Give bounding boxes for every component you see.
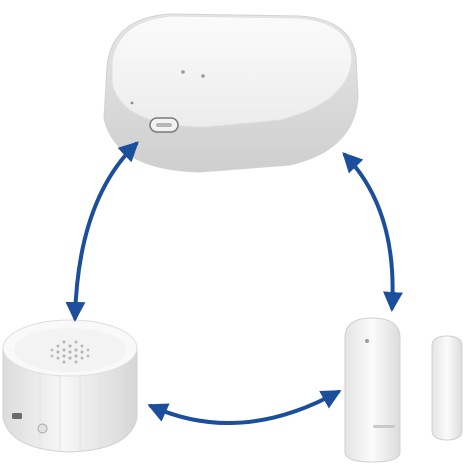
arrow-hub-siren: [65, 141, 139, 322]
siren-alarm: [2, 319, 138, 453]
connection-arrows: [65, 141, 403, 425]
zigbee-gateway-hub: [103, 13, 359, 173]
arrow-hub-sensor: [342, 152, 403, 312]
magnet-piece: [431, 335, 463, 441]
button-icon: [37, 423, 48, 434]
reset-hole-icon: [130, 101, 134, 105]
status-led-icon: [201, 74, 205, 78]
speaker-grille-icon: [50, 340, 90, 364]
usb-port-icon: [12, 413, 22, 419]
door-window-sensor: [344, 317, 463, 463]
sensor-led-icon: [365, 339, 369, 343]
arrow-siren-sensor: [147, 390, 342, 425]
status-led-icon: [181, 70, 185, 74]
